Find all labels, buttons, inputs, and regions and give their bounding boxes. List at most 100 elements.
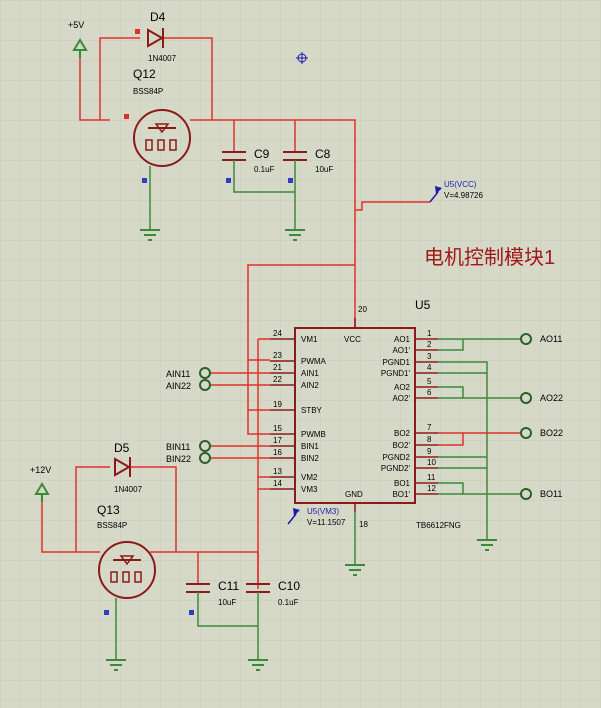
ic-pin-name: VM3 — [301, 485, 318, 494]
ic-pin-number: 22 — [273, 375, 282, 384]
ic-pin18: 18 — [359, 520, 368, 529]
terminal-bin22[interactable]: BIN22 — [166, 452, 211, 464]
ic-pin-name: AO2' — [392, 394, 410, 403]
ic-pin-name: AO1' — [392, 346, 410, 355]
ic-pin-number: 15 — [273, 424, 282, 433]
mosfet-q12[interactable]: Q12 BSS84P — [124, 67, 191, 183]
left-input-wires — [210, 338, 270, 589]
ground-symbol-c8 — [285, 229, 305, 241]
c8-c9-ground-wires — [233, 160, 296, 230]
power-12v[interactable]: +12V — [30, 465, 51, 502]
ic-pin-number: 13 — [273, 467, 282, 476]
ic-pin-number: 19 — [273, 400, 282, 409]
ic-u5[interactable]: U5 TB6612FNG 20 VCC 18 GND 24VM123PWMA21… — [270, 298, 461, 530]
c10-c11-ground-wires — [197, 592, 259, 660]
ground-symbol-q12 — [140, 229, 160, 241]
probe-vm3[interactable]: U5(VM3) V=11.1507 — [287, 507, 346, 527]
ic-pin-number: 23 — [273, 351, 282, 360]
ic-pin-number: 11 — [427, 473, 436, 482]
ic-pin-name: PGND2' — [381, 464, 411, 473]
probe-vcc-name: U5(VCC) — [444, 180, 477, 189]
power-5v[interactable]: +5V — [68, 20, 88, 58]
ic-pin-number: 4 — [427, 363, 432, 372]
d5-ref: D5 — [114, 441, 130, 455]
terminal-ain22[interactable]: AIN22 — [166, 379, 211, 391]
ic-pin-number: 14 — [273, 479, 282, 488]
terminal-ain11-label: AIN11 — [166, 369, 190, 379]
ic-pin-number: 8 — [427, 435, 432, 444]
terminal-bin11[interactable]: BIN11 — [166, 440, 211, 452]
terminal-bo11[interactable]: BO11 — [520, 488, 562, 500]
terminal-bin22-label: BIN22 — [166, 454, 191, 464]
ic-pin-number: 21 — [273, 363, 282, 372]
ic-pin-name: AO1 — [394, 335, 411, 344]
ic-pin-name: PWMB — [301, 430, 326, 439]
ic-pin-number: 17 — [273, 436, 282, 445]
terminal-bo22-label: BO22 — [540, 428, 563, 438]
ic-pin-number: 24 — [273, 329, 282, 338]
c11-ref: C11 — [218, 579, 239, 593]
c9-ref: C9 — [254, 147, 270, 161]
c10-value: 0.1uF — [278, 598, 299, 607]
c11-value: 10uF — [218, 598, 236, 607]
terminal-ain11[interactable]: AIN11 — [166, 367, 211, 379]
ic-pin-name: VM1 — [301, 335, 318, 344]
probe-vcc-value: V=4.98726 — [444, 191, 483, 200]
ic-ref: U5 — [415, 298, 431, 312]
mosfet-q13[interactable]: Q13 BSS84P — [97, 503, 156, 615]
ic-pin-number: 10 — [427, 458, 436, 467]
diode-d4[interactable]: D4 1N4007 — [135, 10, 177, 63]
ground-symbol-ic — [345, 564, 365, 576]
capacitor-c11[interactable]: C11 10uF — [186, 579, 239, 615]
ic-pin-name: STBY — [301, 406, 323, 415]
ic-vcc-label: VCC — [344, 335, 361, 344]
ground-symbol-c10 — [248, 659, 268, 671]
terminal-ao11[interactable]: AO11 — [520, 333, 562, 345]
ic-pin-number: 2 — [427, 340, 432, 349]
ic-pin-number: 7 — [427, 423, 432, 432]
wires-12v — [41, 466, 259, 584]
ic-pin-name: BO2' — [392, 441, 410, 450]
terminal-ao11-label: AO11 — [540, 334, 562, 344]
terminal-ao22[interactable]: AO22 — [520, 392, 563, 404]
ic-pin-number: 12 — [427, 484, 436, 493]
ic-pin-name: PGND1' — [381, 369, 411, 378]
c9-value: 0.1uF — [254, 165, 275, 174]
probe-vcc[interactable]: U5(VCC) V=4.98726 — [429, 180, 483, 203]
q12-part: BSS84P — [133, 87, 163, 96]
c8-ref: C8 — [315, 147, 331, 161]
terminal-ain22-label: AIN22 — [166, 381, 191, 391]
ic-part: TB6612FNG — [416, 521, 461, 530]
q13-ref: Q13 — [97, 503, 120, 517]
c10-ref: C10 — [278, 579, 300, 593]
ic-pin-name: VM2 — [301, 473, 318, 482]
terminal-bo22[interactable]: BO22 — [520, 427, 563, 439]
ic-pin-name: AO2 — [394, 383, 411, 392]
diode-d5[interactable]: D5 1N4007 — [114, 441, 143, 494]
q12-ref: Q12 — [133, 67, 156, 81]
